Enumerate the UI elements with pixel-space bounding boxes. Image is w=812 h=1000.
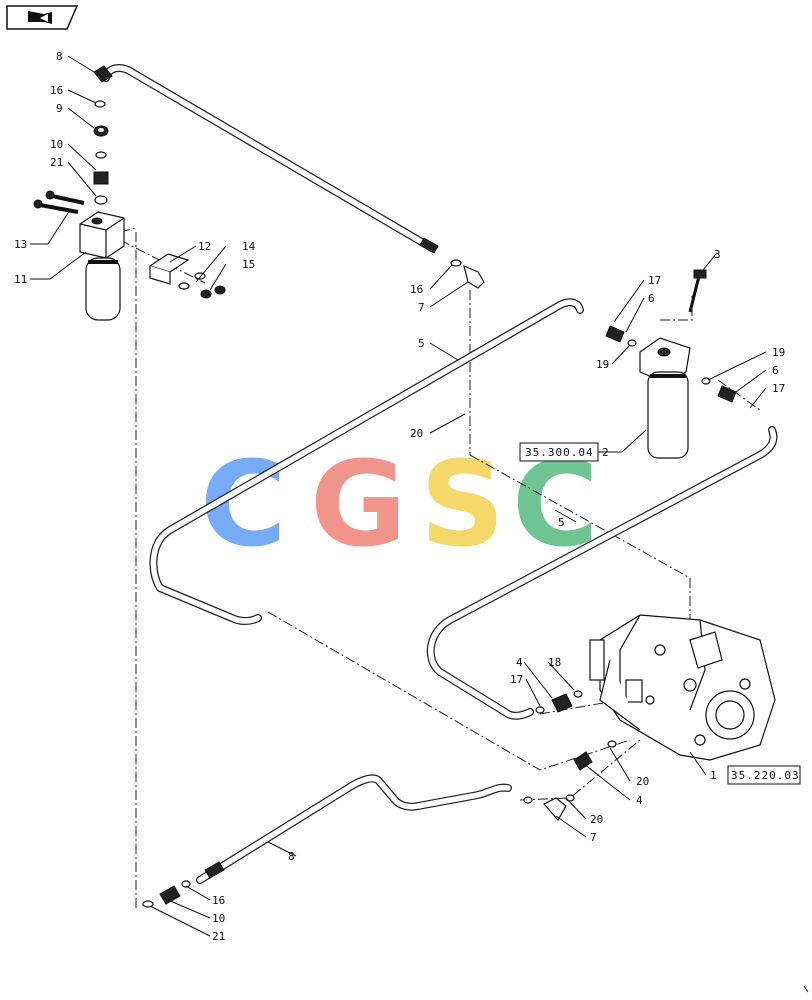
callout-7: 7: [590, 831, 597, 844]
callout-17: 17: [648, 274, 661, 287]
callout-4: 4: [636, 794, 643, 807]
callout-labels: 8 16 9 10 21 13 11 12 14 15 16 7 5 20 17…: [14, 50, 785, 943]
bolts-13: [33, 190, 85, 214]
callout-6: 6: [648, 292, 655, 305]
callout-12: 12: [198, 240, 211, 253]
callout-16: 16: [50, 84, 63, 97]
callout-11: 11: [14, 273, 27, 286]
callout-10: 10: [50, 138, 63, 151]
callout-21: 21: [50, 156, 63, 169]
callout-6: 6: [772, 364, 779, 377]
callout-21: 21: [212, 930, 225, 943]
plate-12-hardware: [148, 253, 226, 299]
suction-filter-11: [79, 211, 125, 321]
callout-5: 5: [418, 337, 425, 350]
corner-mark: [803, 985, 809, 993]
watermark-letter-g: G: [310, 435, 407, 573]
callout-5: 5: [558, 516, 565, 529]
elbow-7-lower: [523, 794, 575, 822]
callout-15: 15: [242, 258, 255, 271]
callout-19: 19: [772, 346, 785, 359]
callout-1: 1: [710, 769, 717, 782]
callout-20: 20: [410, 427, 423, 440]
next-page-button[interactable]: [6, 5, 79, 30]
callout-8: 8: [288, 850, 295, 863]
hydraulic-pump-1: [589, 614, 776, 761]
callout-16: 16: [410, 283, 423, 296]
callout-9: 9: [56, 102, 63, 115]
filter-assembly-2: [605, 269, 737, 459]
callout-10: 10: [212, 912, 225, 925]
next-page-arrow-icon: [28, 11, 52, 24]
callout-20: 20: [590, 813, 603, 826]
callout-13: 13: [14, 238, 27, 251]
elbow-7-upper: [450, 259, 485, 289]
callout-14: 14: [242, 240, 256, 253]
callout-4: 4: [516, 656, 523, 669]
hose-5-left: [149, 298, 584, 625]
hose-8-lower: [196, 774, 512, 884]
callout-16: 16: [212, 894, 225, 907]
callout-17: 17: [510, 673, 523, 686]
callout-20: 20: [636, 775, 649, 788]
leader-lines: [30, 55, 767, 937]
reference-label: 35.220.03: [731, 769, 800, 782]
reference-label: 35.300.04: [525, 446, 594, 459]
callout-3: 3: [714, 248, 721, 261]
callout-8: 8: [56, 50, 63, 63]
callout-17: 17: [772, 382, 785, 395]
callout-2: 2: [602, 446, 609, 459]
callout-19: 19: [596, 358, 609, 371]
reference-box-35-220-03[interactable]: 35.220.03: [727, 765, 801, 785]
callout-7: 7: [418, 301, 425, 314]
reference-box-35-300-04[interactable]: 35.300.04: [519, 442, 599, 462]
hose-5-right: [426, 426, 778, 720]
top-fittings: [93, 65, 113, 205]
pump-adapters: [535, 690, 617, 771]
hose-8-upper: [102, 64, 439, 254]
callout-18: 18: [548, 656, 561, 669]
lower-fittings: [142, 880, 191, 908]
watermark-letter-s: S: [420, 435, 505, 573]
